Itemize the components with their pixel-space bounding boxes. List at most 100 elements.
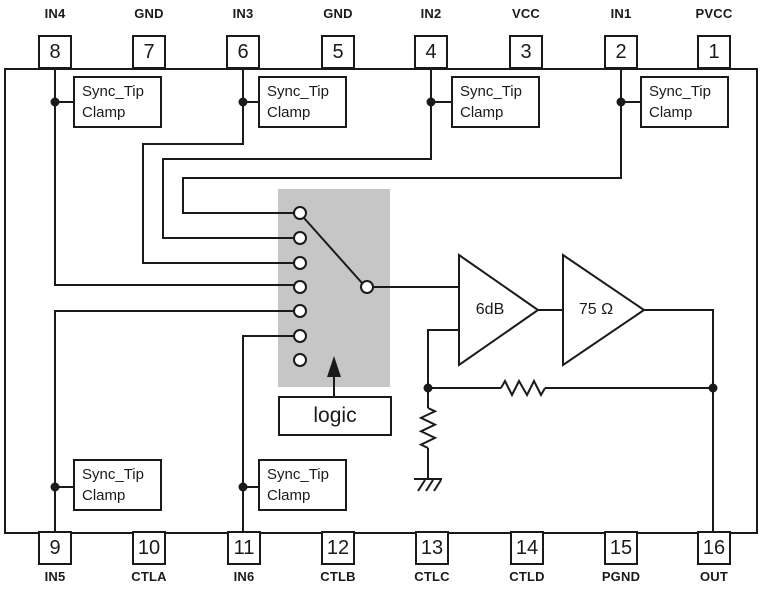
pin-label: CTLA — [131, 569, 167, 584]
wire-feedback-to-amp — [427, 329, 459, 388]
wire-in3 — [142, 69, 294, 264]
feedback-resistor — [500, 378, 546, 398]
junction-dot — [423, 383, 433, 393]
switch-contact-in2[interactable] — [293, 231, 307, 245]
amp-6db-triangle — [458, 253, 540, 367]
wire-output — [644, 309, 714, 531]
wire-in5 — [54, 310, 294, 531]
wire-in6 — [242, 335, 294, 531]
pin-number-box: 14 — [510, 531, 544, 565]
clamp-label-line2: Clamp — [82, 487, 126, 504]
amp-6db-label: 6dB — [475, 301, 505, 318]
pin-label: PGND — [601, 569, 641, 584]
clamp-label-line2: Clamp — [267, 104, 311, 121]
pin-top-3: VCC 3 — [496, 6, 556, 69]
pin-number-box: 1 — [697, 35, 731, 69]
logic-label: logic — [313, 404, 357, 427]
junction-dot — [238, 482, 248, 492]
pin-number-box: 10 — [132, 531, 166, 565]
pin-label: IN3 — [232, 6, 254, 21]
ic-outline — [4, 68, 758, 534]
pin-label: VCC — [511, 6, 541, 21]
pin-bottom-12: 12 CTLB — [308, 531, 368, 584]
pin-number-box: 3 — [509, 35, 543, 69]
pin-number-box: 13 — [415, 531, 449, 565]
clamp-label-line1: Sync_Tip — [267, 466, 329, 483]
pin-number-box: 16 — [697, 531, 731, 565]
clamp-label-line2: Clamp — [460, 104, 504, 121]
clamp-label-line1: Sync_Tip — [649, 83, 711, 100]
switch-contact-in6[interactable] — [293, 329, 307, 343]
junction-dots — [50, 97, 718, 492]
clamp-label-line1: Sync_Tip — [267, 83, 329, 100]
clamp-label-line1: Sync_Tip — [82, 83, 144, 100]
pin-top-2: IN1 2 — [591, 6, 651, 69]
pin-bottom-14: 14 CTLD — [497, 531, 557, 584]
wire-in4 — [54, 69, 294, 286]
pin-label: CTLC — [414, 569, 450, 584]
clamp-label-line2: Clamp — [267, 487, 311, 504]
pin-top-4: IN2 4 — [401, 6, 461, 69]
pin-number-box: 5 — [321, 35, 355, 69]
clamp-label-line2: Clamp — [649, 104, 693, 121]
wire-in1 — [182, 69, 622, 214]
switch-wiper — [303, 217, 363, 284]
pin-top-6: IN3 6 — [213, 6, 273, 69]
pin-bottom-9: 9 IN5 — [25, 531, 85, 584]
sync-tip-clamp-block-in3: Sync_Tip Clamp — [258, 76, 347, 128]
switch-contact-open[interactable] — [293, 353, 307, 367]
switch-contact-in1[interactable] — [293, 206, 307, 220]
amp-75ohm-triangle — [562, 253, 646, 367]
pin-label: GND — [323, 6, 353, 21]
pin-label: PVCC — [695, 6, 733, 21]
pin-top-8: IN4 8 — [25, 6, 85, 69]
pin-number-box: 8 — [38, 35, 72, 69]
switch-contact-in5[interactable] — [293, 304, 307, 318]
junction-dot — [616, 97, 626, 107]
pin-number-box: 7 — [132, 35, 166, 69]
logic-block: logic — [278, 396, 392, 436]
pin-top-5: GND 5 — [308, 6, 368, 69]
pin-label: IN4 — [44, 6, 66, 21]
pin-bottom-10: 10 CTLA — [119, 531, 179, 584]
signal-path — [303, 217, 714, 531]
pin-label: GND — [134, 6, 164, 21]
clamp-label-line1: Sync_Tip — [460, 83, 522, 100]
junction-dot — [426, 97, 436, 107]
logic-arrow-head-icon — [327, 356, 341, 377]
junction-dot — [708, 383, 718, 393]
switch-common-contact — [360, 280, 374, 294]
pin-label: OUT — [699, 569, 729, 584]
shunt-resistor — [418, 407, 438, 449]
pin-number-box: 15 — [604, 531, 638, 565]
pin-number-box: 2 — [604, 35, 638, 69]
amp-75ohm-label: 75 Ω — [578, 301, 614, 318]
sync-tip-clamp-block-in5: Sync_Tip Clamp — [73, 459, 162, 511]
wire-in2 — [162, 69, 432, 239]
pin-bottom-13: 13 CTLC — [402, 531, 462, 584]
sync-tip-clamp-block-in6: Sync_Tip Clamp — [258, 459, 347, 511]
pin-label: CTLD — [509, 569, 545, 584]
pin-bottom-16: 16 OUT — [684, 531, 744, 584]
junction-dot — [238, 97, 248, 107]
pin-bottom-11: 11 IN6 — [214, 531, 274, 584]
sync-tip-clamp-block-in1: Sync_Tip Clamp — [640, 76, 729, 128]
switch-contact-in4[interactable] — [293, 280, 307, 294]
sync-tip-clamp-block-in2: Sync_Tip Clamp — [451, 76, 540, 128]
pin-label: IN1 — [610, 6, 632, 21]
pin-top-7: GND 7 — [119, 6, 179, 69]
switch-contact-in3[interactable] — [293, 256, 307, 270]
pin-number-box: 4 — [414, 35, 448, 69]
junction-dot — [50, 482, 60, 492]
pin-label: IN2 — [420, 6, 442, 21]
pin-label: IN6 — [233, 569, 255, 584]
pin-label: IN5 — [44, 569, 66, 584]
switch-contacts — [293, 206, 374, 367]
pin-number-box: 11 — [227, 531, 261, 565]
sync-tip-clamp-block-in4: Sync_Tip Clamp — [73, 76, 162, 128]
clamp-label-line1: Sync_Tip — [82, 466, 144, 483]
pin-number-box: 9 — [38, 531, 72, 565]
pin-label: CTLB — [320, 569, 356, 584]
